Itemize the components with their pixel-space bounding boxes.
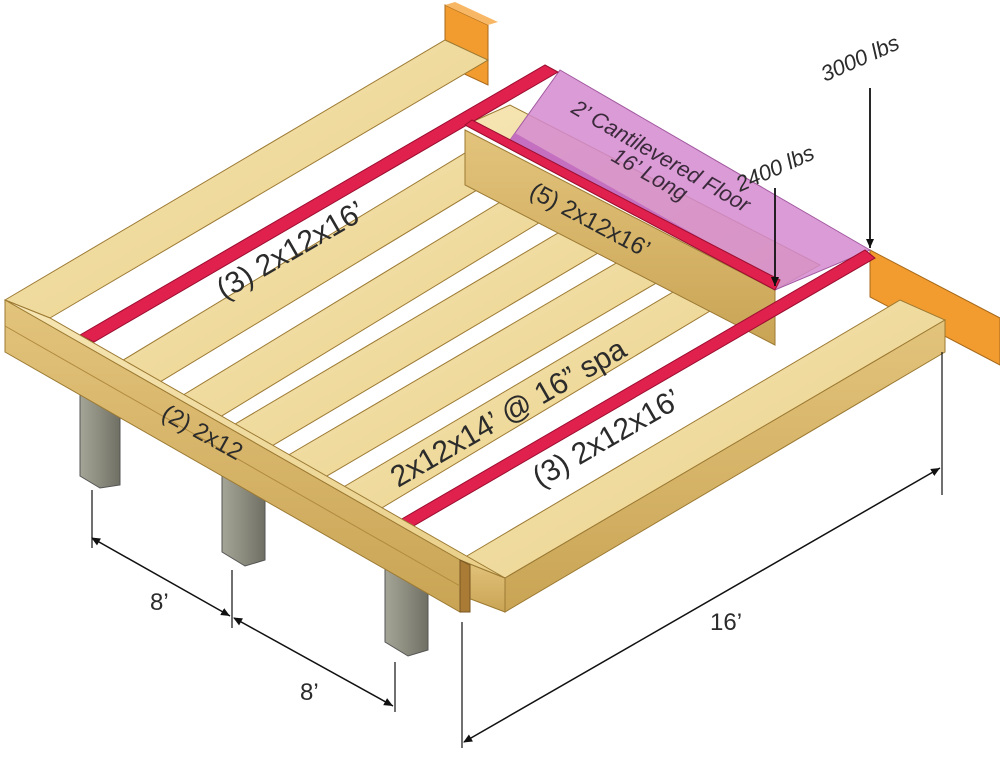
dimension-arrow-post-2: [233, 617, 394, 707]
load-arrows: [771, 88, 874, 286]
dimension-arrow-length: [463, 467, 941, 743]
dim-label-post-1: 8’: [150, 589, 169, 616]
load-label-3000: 3000 lbs: [817, 30, 903, 87]
dim-label-length: 16’: [710, 609, 742, 636]
dimension-lines: [91, 352, 943, 748]
dim-label-post-2: 8’: [300, 679, 319, 706]
red-beams: [78, 64, 876, 529]
dimension-arrow-post-1: [91, 537, 231, 617]
